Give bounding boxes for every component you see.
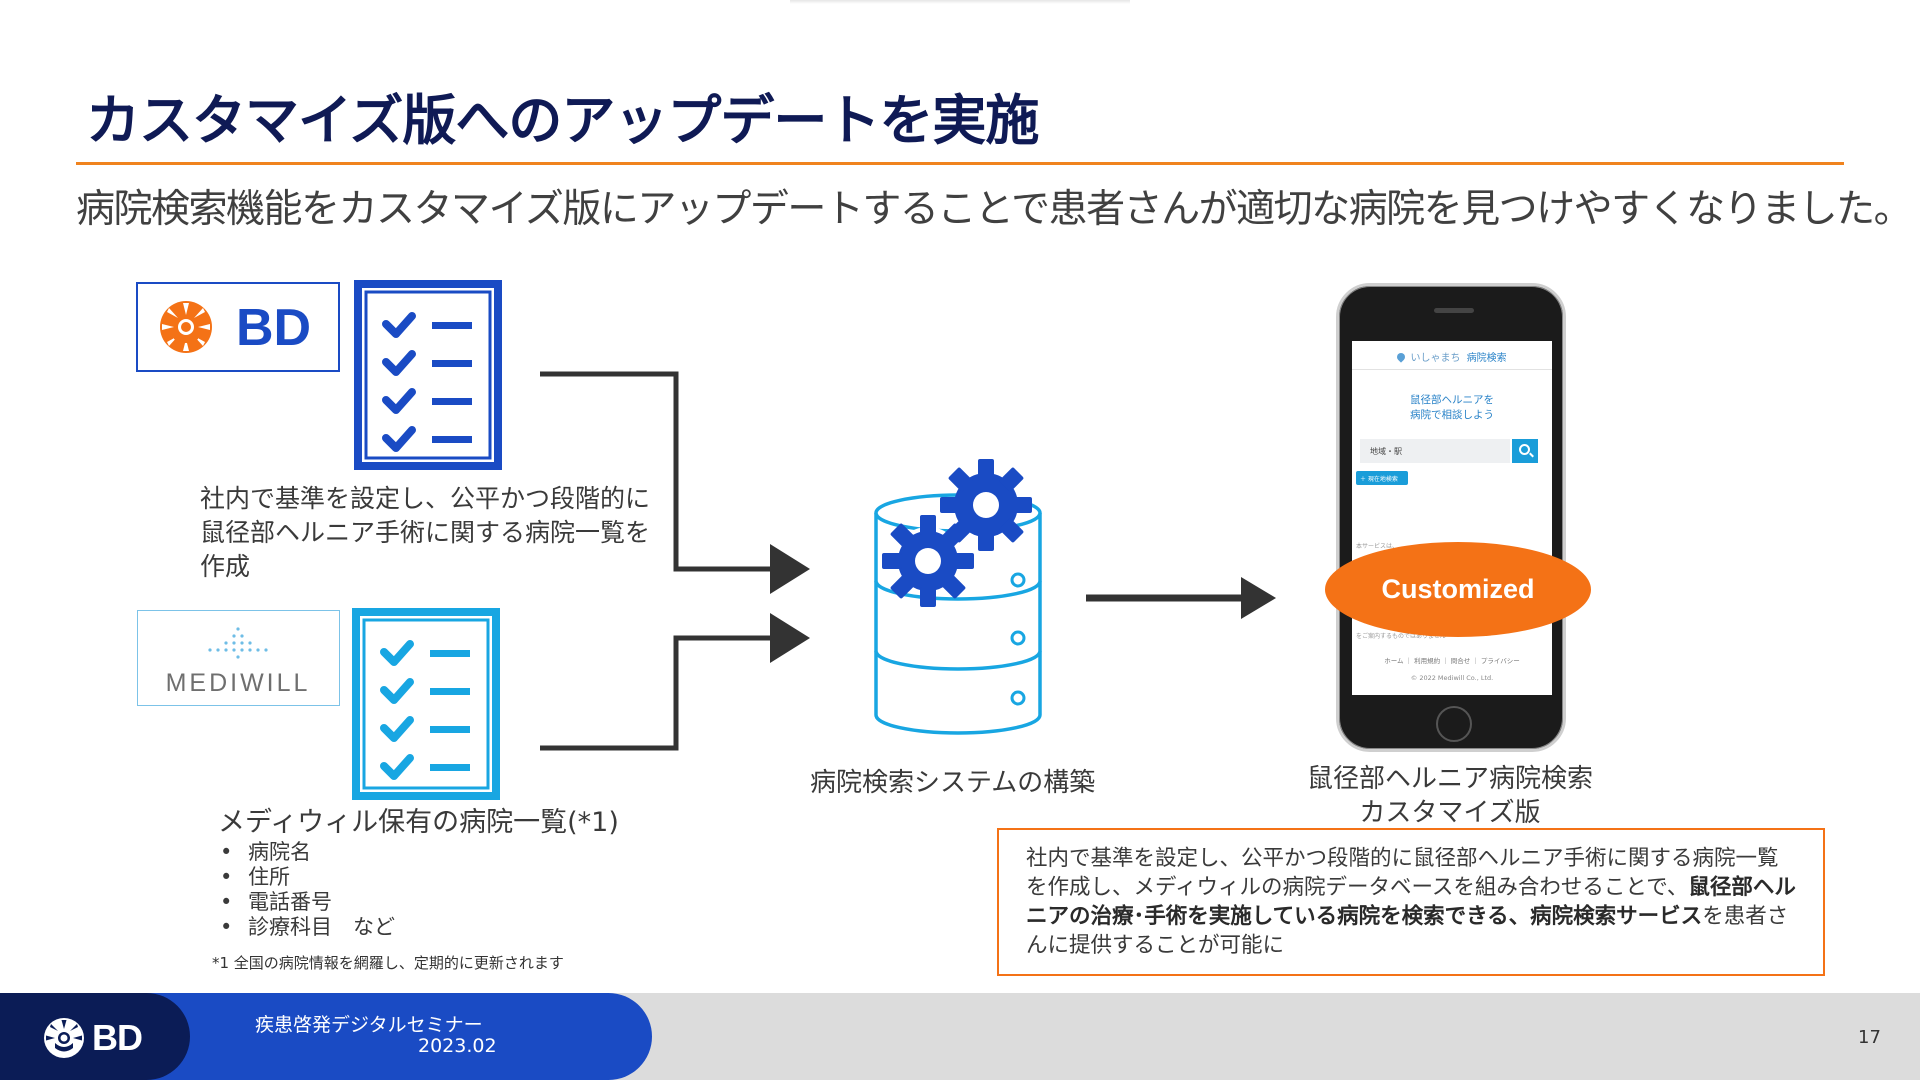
phone-speaker: [1434, 308, 1474, 313]
screen-footer-links[interactable]: ホーム ｜ 利用規約 ｜ 問合せ ｜ プライバシー: [1384, 657, 1520, 665]
phone-mockup: いしゃまち 病院検索 鼠径部ヘルニアを 病院で相談しよう 地域・駅 ＋ 現在地検…: [1336, 283, 1566, 752]
screen-tagline: 鼠径部ヘルニアを 病院で相談しよう: [1410, 394, 1494, 421]
screen-faint-text: 本サービスは、...: [1356, 543, 1404, 550]
mediwill-logo-text: MEDIWILL: [166, 669, 311, 697]
mediwill-item-list: •病院名 •住所 •電話番号 •診療科目 など: [220, 840, 395, 940]
footnote: *1 全国の病院情報を網羅し、定期的に更新されます: [212, 954, 564, 972]
summary-callout: 社内で基準を設定し、公平かつ段階的に鼠径部ヘルニア手術に関する病院一覧を作成し、…: [997, 828, 1825, 976]
mediwill-list-caption: メディウィル保有の病院一覧(*1): [218, 807, 619, 838]
footer-bd-logo: BD: [42, 1016, 143, 1060]
page-number: 17: [1858, 1027, 1881, 1048]
checklist-icon: [352, 608, 500, 800]
list-item: •住所: [220, 865, 290, 889]
screen-header: いしゃまち 病院検索: [1352, 349, 1552, 364]
screen-location-button[interactable]: ＋ 現在地検索: [1356, 471, 1408, 485]
list-item: •診療科目 など: [220, 915, 395, 939]
phone-caption: 鼠径部ヘルニア病院検索 カスタマイズ版: [1306, 764, 1593, 828]
screen-faint-text: をご案内するものではありません: [1356, 633, 1446, 640]
database-gears-icon: [874, 459, 1042, 735]
checklist-icon: [354, 280, 502, 470]
seminar-name: 疾患啓発デジタルセミナー: [255, 1014, 483, 1036]
screen-brand: いしゃまち: [1410, 353, 1461, 364]
search-icon: [1519, 444, 1530, 455]
customized-badge: Customized: [1325, 542, 1591, 637]
screen-search-button[interactable]: [1512, 439, 1538, 463]
bd-logo-text: BD: [236, 299, 311, 357]
callout-bold-text: 鼠径部ヘルニアの治療･手術を実施している病院を検索できる、病院検索サービス: [1026, 875, 1796, 929]
bd-list-caption: 社内で基準を設定し、公平かつ段階的に鼠径部ヘルニア手術に関する病院一覧を作成: [200, 484, 651, 581]
slide-title: カスタマイズ版へのアップデートを実施: [86, 89, 1039, 152]
bd-logo: BD: [136, 282, 340, 372]
phone-screen: いしゃまち 病院検索 鼠径部ヘルニアを 病院で相談しよう 地域・駅 ＋ 現在地検…: [1352, 341, 1552, 695]
list-item: •病院名: [220, 840, 311, 864]
screen-header-divider: [1352, 369, 1552, 370]
screen-search-input[interactable]: 地域・駅: [1360, 439, 1510, 463]
bd-starburst-icon: [44, 1018, 84, 1058]
gear-icon: [882, 515, 974, 607]
mediwill-logo: MEDIWILL: [137, 610, 340, 706]
mediwill-dots-icon: [208, 627, 268, 659]
screen-site-title: 病院検索: [1466, 353, 1507, 364]
list-item: •電話番号: [220, 890, 332, 914]
slide-subtitle: 病院検索機能をカスタマイズ版にアップデートすることで患者さんが適切な病院を見つけ…: [76, 187, 1913, 232]
database-caption: 病院検索システムの構築: [810, 768, 1096, 798]
footer-logo-band: [0, 993, 190, 1080]
top-shadow-decoration: [790, 0, 1130, 4]
connector-mediwill-to-system: [540, 613, 810, 751]
callout-text: 社内で基準を設定し、公平かつ段階的に鼠径部ヘルニア手術に関する病院一覧を作成し、…: [1026, 846, 1779, 900]
title-divider: [76, 162, 1844, 165]
callout-text: を患者さんに提供することが可能に: [1026, 904, 1789, 958]
screen-copyright: © 2022 Mediwill Co., Ltd.: [1410, 674, 1494, 682]
brand-drop-icon: [1395, 351, 1407, 363]
bd-starburst-logo-icon: BD: [160, 299, 311, 357]
footer-logo-text: BD: [92, 1017, 143, 1058]
phone-home-button: [1436, 706, 1472, 742]
seminar-date: 2023.02: [418, 1035, 497, 1057]
